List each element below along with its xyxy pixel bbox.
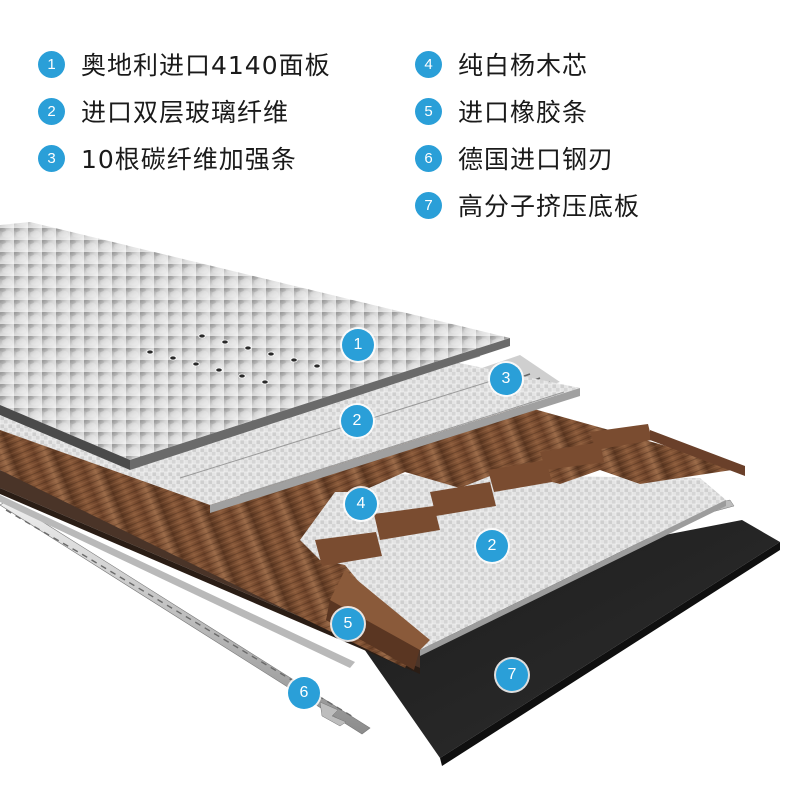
legend-item-7: 7 高分子挤压底板 (415, 187, 640, 223)
legend-item-2: 2 进口双层玻璃纤维 (38, 93, 289, 129)
legend-badge: 7 (415, 191, 442, 219)
legend-item-6: 6 德国进口钢刃 (415, 140, 614, 176)
legend-badge: 2 (38, 97, 65, 125)
legend-label: 进口橡胶条 (458, 98, 589, 127)
legend-label: 奥地利进口4140面板 (81, 51, 331, 80)
callout-lower-fiberglass: 2 (476, 530, 508, 562)
legend-badge: 4 (415, 50, 442, 78)
legend-label: 10根碳纤维加强条 (81, 145, 297, 174)
legend-badge: 6 (415, 144, 442, 172)
legend-item-4: 4 纯白杨木芯 (415, 46, 588, 82)
callout-top-sheet: 1 (342, 329, 374, 361)
legend-badge: 1 (38, 50, 65, 78)
legend-label: 德国进口钢刃 (458, 145, 615, 174)
callout-base: 7 (496, 659, 528, 691)
callout-carbon-stringers: 3 (490, 363, 522, 395)
legend-label: 进口双层玻璃纤维 (81, 98, 290, 127)
callout-wood-core: 4 (345, 488, 377, 520)
legend-item-5: 5 进口橡胶条 (415, 93, 588, 129)
legend-item-1: 1 奥地利进口4140面板 (38, 46, 331, 82)
legend-badge: 5 (415, 97, 442, 125)
top-sheet-layer (0, 222, 510, 470)
legend-item-3: 3 10根碳纤维加强条 (38, 140, 297, 176)
callout-steel-edge: 6 (288, 677, 320, 709)
legend-badge: 3 (38, 144, 65, 172)
callout-rubber-strip: 5 (332, 608, 364, 640)
legend-label: 高分子挤压底板 (458, 192, 641, 221)
legend-label: 纯白杨木芯 (458, 51, 589, 80)
callout-upper-fiberglass: 2 (341, 405, 373, 437)
